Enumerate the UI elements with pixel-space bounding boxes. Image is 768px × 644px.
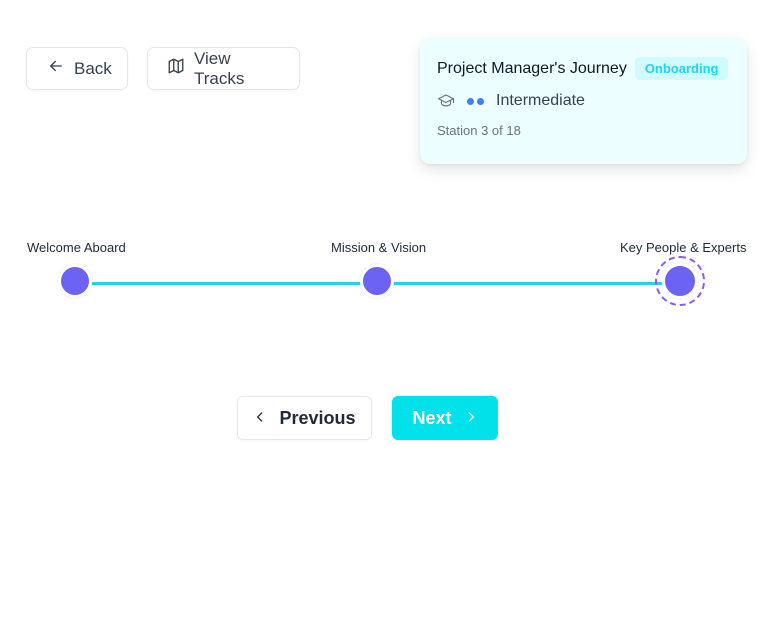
journey-info-card: Project Manager's Journey Onboarding Int… — [420, 38, 747, 164]
level-dot — [477, 97, 484, 105]
next-button[interactable]: Next — [392, 396, 498, 440]
category-badge: Onboarding — [634, 57, 729, 80]
view-tracks-button[interactable]: View Tracks — [147, 47, 300, 90]
level-row: Intermediate — [437, 92, 730, 110]
previous-button-label: Previous — [279, 407, 356, 428]
difficulty-level: Intermediate — [496, 92, 585, 109]
card-header-row: Project Manager's Journey Onboarding — [437, 57, 730, 80]
station-label: Key People & Experts — [620, 240, 747, 255]
current-station-ring — [655, 256, 705, 306]
journey-title: Project Manager's Journey — [437, 59, 627, 77]
graduation-cap-icon — [437, 93, 455, 109]
level-indicator-dots — [467, 97, 484, 105]
station-progress-text: Station 3 of 18 — [437, 123, 521, 138]
back-button-label: Back — [74, 58, 112, 78]
previous-button[interactable]: Previous — [237, 396, 372, 440]
station-node-key-people-experts[interactable] — [662, 263, 698, 299]
next-button-label: Next — [412, 407, 452, 428]
station-node-mission-vision[interactable] — [360, 264, 394, 298]
chevron-right-icon — [464, 408, 478, 429]
station-label: Mission & Vision — [331, 240, 427, 255]
station-label: Welcome Aboard — [27, 240, 126, 255]
level-dot — [467, 97, 474, 105]
back-button[interactable]: Back — [26, 47, 128, 90]
station-node-welcome-aboard[interactable] — [58, 264, 92, 298]
view-tracks-button-label: View Tracks — [194, 48, 245, 88]
arrow-left-icon — [47, 57, 65, 80]
chevron-left-icon — [253, 408, 267, 429]
map-icon — [167, 57, 185, 80]
